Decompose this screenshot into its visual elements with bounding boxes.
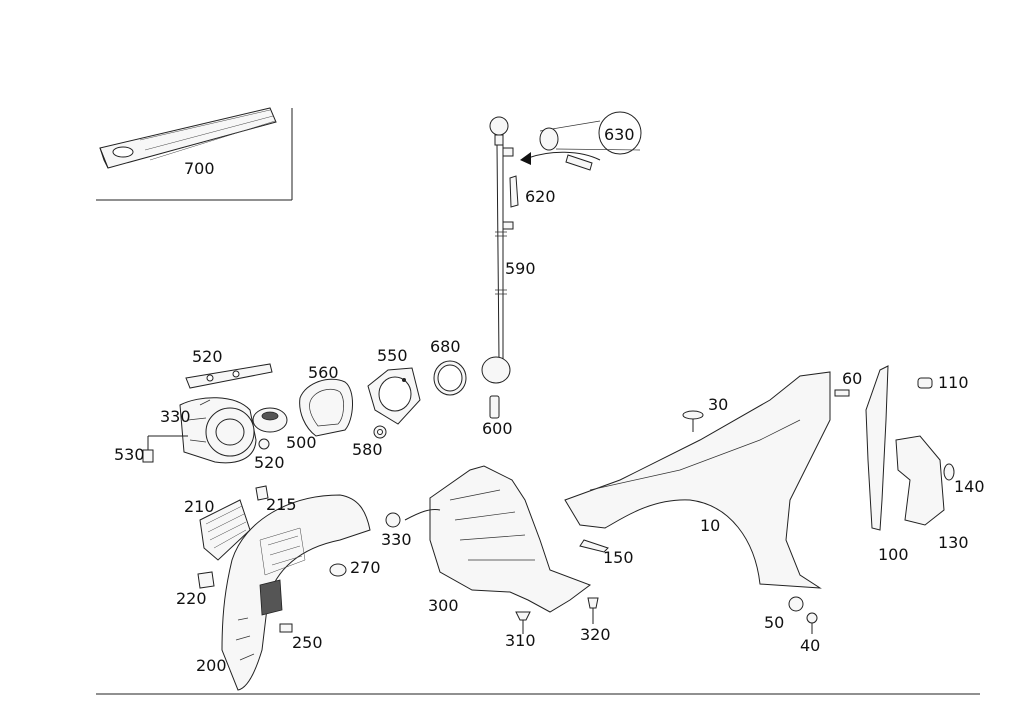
part-620-drawing	[481, 116, 519, 384]
part-40-drawing	[806, 612, 818, 634]
part-30-drawing	[682, 410, 704, 432]
label-30: 30	[708, 395, 728, 414]
label-150: 150	[603, 548, 634, 567]
part-500-drawing	[179, 397, 257, 464]
part-150-drawing	[579, 539, 609, 553]
label-10: 10	[700, 516, 720, 535]
label-140: 140	[954, 477, 985, 496]
part-labels: 700 630 620 590 520 560 550 680 330 530 …	[114, 125, 985, 675]
label-200: 200	[196, 656, 227, 675]
label-300: 300	[428, 596, 459, 615]
label-500: 330	[160, 407, 191, 426]
part-320-drawing	[587, 597, 599, 624]
label-130: 130	[938, 533, 969, 552]
label-50: 50	[764, 613, 784, 632]
label-700: 700	[184, 159, 215, 178]
label-600: 580	[352, 440, 383, 459]
label-590: 560	[308, 363, 339, 382]
part-50-drawing	[788, 596, 804, 612]
part-210-drawing	[199, 499, 251, 561]
part-310-drawing	[515, 611, 531, 634]
part-330-drawing	[385, 512, 401, 528]
label-580: 550	[377, 346, 408, 365]
label-220: 220	[176, 589, 207, 608]
label-560: 530	[114, 445, 145, 464]
part-580-drawing	[367, 367, 421, 425]
part-560-drawing	[142, 435, 188, 463]
label-310: 310	[505, 631, 536, 650]
part-10-drawing	[564, 371, 831, 589]
part-215-drawing	[255, 485, 269, 501]
label-100: 100	[878, 545, 909, 564]
part-650-detail	[520, 111, 642, 171]
part-100-drawing	[865, 365, 889, 531]
part-520-drawing	[252, 407, 288, 433]
label-650: 630	[604, 125, 635, 144]
part-250-drawing	[279, 623, 293, 633]
label-210: 210	[184, 497, 215, 516]
part-600-drawing	[373, 425, 387, 439]
part-60-drawing	[834, 389, 850, 397]
label-620: 590	[505, 259, 536, 278]
label-250: 250	[292, 633, 323, 652]
label-320: 320	[580, 625, 611, 644]
label-60: 60	[842, 369, 862, 388]
label-270: 270	[350, 558, 381, 577]
label-630: 600	[482, 419, 513, 438]
label-520: 500	[286, 433, 317, 452]
label-215: 215	[266, 495, 297, 514]
part-200-drawing	[221, 494, 371, 691]
part-530-drawing	[258, 438, 270, 450]
part-140-drawing	[943, 463, 955, 481]
part-270-drawing	[329, 563, 347, 577]
part-700-drawing	[99, 107, 277, 169]
part-590-drawing	[299, 378, 353, 437]
part-630-drawing	[489, 395, 500, 419]
part-550-drawing	[185, 363, 273, 389]
label-40: 40	[800, 636, 820, 655]
label-550: 520	[192, 347, 223, 366]
part-300-drawing	[404, 465, 592, 613]
label-680: 680	[430, 337, 461, 356]
part-110-drawing	[917, 377, 933, 389]
label-640: 620	[525, 187, 556, 206]
part-130-drawing	[895, 435, 945, 526]
label-110: 110	[938, 373, 969, 392]
label-330: 330	[381, 530, 412, 549]
label-530: 520	[254, 453, 285, 472]
part-680-drawing	[433, 360, 467, 396]
inset-frame-700	[96, 108, 293, 201]
part-220-drawing	[197, 571, 215, 589]
